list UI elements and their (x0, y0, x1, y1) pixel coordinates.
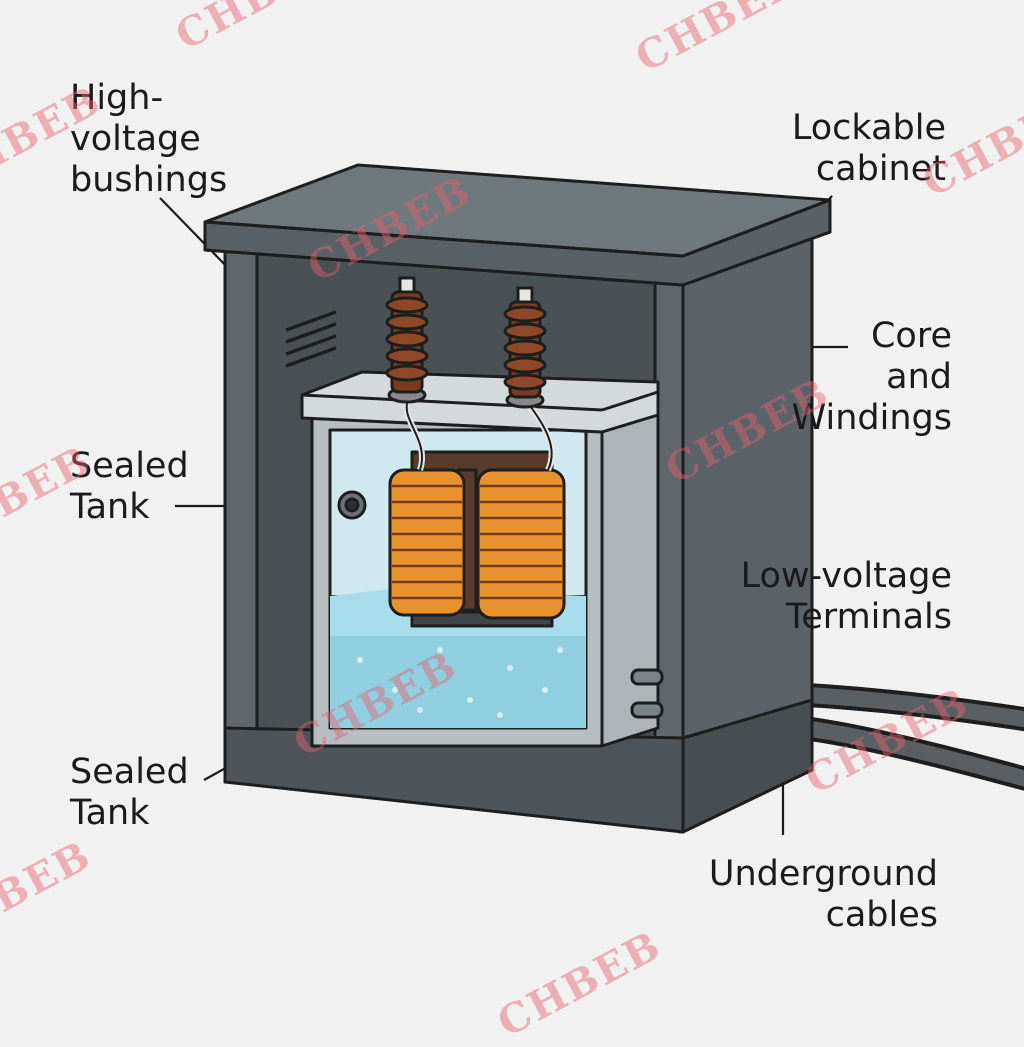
label-core-and-windings: Core and Windings (791, 316, 952, 438)
leader-high-voltage-bushings (159, 197, 233, 273)
label-lockable-cabinet: Lockable cabinet (791, 108, 946, 189)
label-underground-cables: Underground cables (708, 854, 938, 935)
bushing-right (503, 286, 547, 409)
transformer-diagram (159, 163, 1024, 835)
label-sealed-tank-lower: Sealed Tank (70, 752, 189, 833)
label-sealed-tank-upper: Sealed Tank (70, 446, 189, 527)
label-high-voltage-bushings: High- voltage bushings (70, 78, 228, 200)
coil-left (388, 468, 466, 617)
bushing-left (385, 276, 429, 404)
coil-right (476, 468, 566, 620)
label-low-voltage-terminals: Low-voltage Terminals (740, 556, 952, 637)
high-voltage-bushings (385, 276, 547, 409)
core-and-windings (388, 398, 566, 628)
